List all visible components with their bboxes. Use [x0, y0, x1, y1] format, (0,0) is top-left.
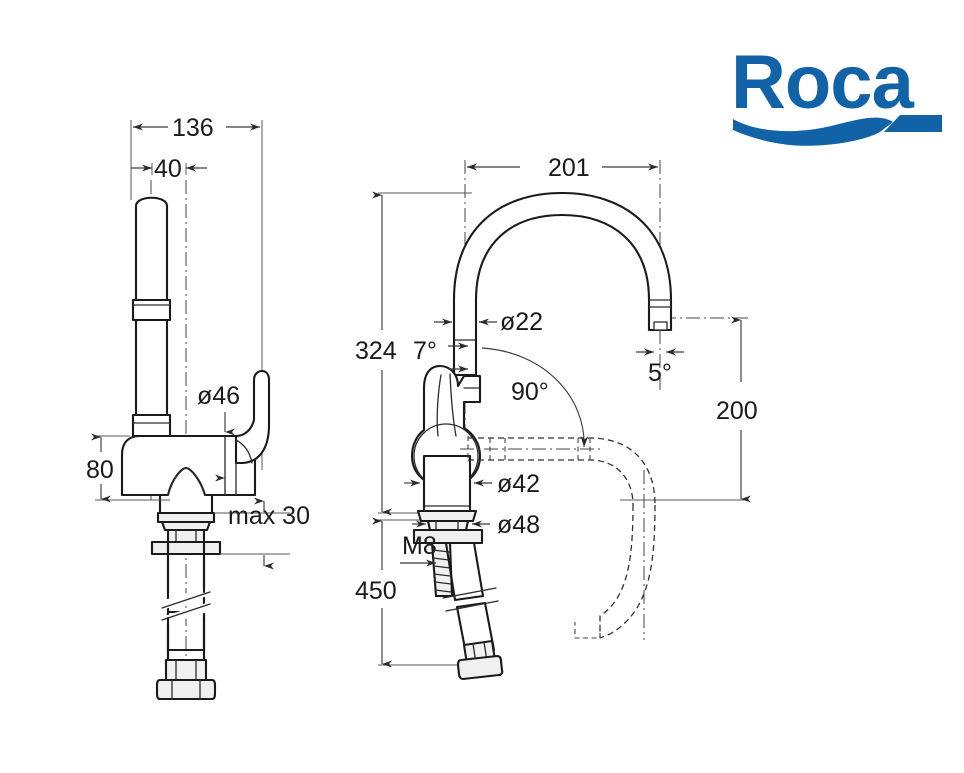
dimension-40: 40 — [131, 155, 207, 183]
hose-break-line-1 — [161, 591, 211, 609]
dimension-324-label: 324 — [355, 337, 397, 365]
hose-break-line-2 — [161, 603, 211, 621]
ghost-aerator — [574, 616, 601, 639]
dimension-a5-label: 5° — [648, 359, 672, 387]
base-flange-front — [156, 511, 216, 524]
base-cone-side — [426, 519, 470, 532]
dimension-450: 450 — [355, 517, 397, 668]
dimension-m8-label: M8 — [402, 532, 437, 560]
hose-upper-side — [444, 541, 485, 602]
spout-top-cap — [134, 196, 169, 302]
dimension-200: 200 — [620, 316, 758, 503]
rotated-spout-ghost — [460, 436, 656, 640]
dimension-136-label: 136 — [172, 114, 214, 142]
lever-shade-1 — [436, 374, 442, 437]
faucet-side-body — [422, 454, 472, 515]
faucet-side-spout — [452, 191, 673, 377]
fitting-hex-front — [155, 678, 217, 701]
front-view: 136 40 — [86, 114, 310, 701]
base-flange-side — [416, 509, 478, 523]
dimension-136: 136 — [133, 114, 260, 142]
dimension-a90: 90° — [481, 347, 589, 448]
aerator-outlet — [653, 321, 668, 331]
dimension-d42-label: ø42 — [497, 470, 540, 498]
m8-thread-lines — [432, 549, 452, 593]
faucet-front-spout — [131, 196, 172, 438]
dimension-a90-label: 90° — [511, 378, 549, 406]
gooseneck-tube — [452, 191, 673, 377]
hose-fitting-side — [456, 639, 504, 681]
fitting-hex-side — [456, 654, 504, 681]
swivel-arc — [481, 347, 589, 448]
spout-lower-collar — [131, 413, 172, 438]
roca-wave-block-icon — [884, 115, 942, 132]
dimension-max30-label: max 30 — [228, 502, 310, 530]
lever-shade-2 — [449, 373, 457, 437]
washer-plate-front — [150, 540, 222, 556]
ghost-outer-top — [468, 437, 656, 506]
roca-logo: Roca — [731, 40, 942, 146]
dimension-201-label: 201 — [548, 154, 590, 182]
hose-break-side-1 — [442, 587, 497, 599]
washer-plate-side — [412, 528, 484, 545]
dimension-450-label: 450 — [355, 577, 397, 605]
dimension-d46: ø46 — [197, 382, 240, 492]
dimension-200-label: 200 — [716, 397, 758, 425]
dimension-d42: ø42 — [404, 470, 540, 498]
dimension-80-label: 80 — [86, 456, 114, 484]
dimension-m8: M8 — [400, 532, 437, 567]
dimension-a7: 7° — [413, 337, 468, 373]
dimension-max30: max 30 — [214, 497, 310, 570]
spout-collar — [131, 298, 172, 322]
ghost-inner-bend — [599, 504, 634, 638]
ghost-inner-top — [468, 459, 634, 506]
mounting-stack-side — [412, 509, 484, 545]
dimension-d46-label: ø46 — [197, 382, 240, 410]
roca-wave-icon — [733, 117, 893, 146]
fitting-body-front — [164, 658, 208, 682]
ghost-outer-bend — [599, 504, 656, 639]
hose-fitting-front — [155, 658, 217, 701]
lock-nut-front — [166, 528, 206, 544]
handle-lever-front — [234, 369, 271, 465]
dimension-d22-label: ø22 — [500, 308, 543, 336]
cone-curve-front — [167, 467, 206, 496]
base-cone-front — [160, 520, 212, 532]
roca-logo-text: Roca — [731, 40, 915, 125]
dimension-40-label: 40 — [154, 155, 182, 183]
dimension-a5: 5° — [636, 330, 684, 387]
body-barrel-side — [422, 454, 472, 515]
dimension-80: 80 — [86, 433, 170, 503]
dimension-324: 324 — [355, 191, 397, 516]
dimension-d48-label: ø48 — [497, 511, 540, 539]
side-view: 201 324 450 200 — [355, 154, 758, 681]
spout-mid-tube — [134, 318, 169, 417]
handle-shade-front — [235, 439, 253, 464]
dimension-201: 201 — [467, 154, 658, 182]
dimension-d48: ø48 — [412, 511, 540, 539]
dimension-d22: ø22 — [434, 308, 543, 336]
dimension-a7-label: 7° — [413, 337, 437, 365]
hose-break-side-2 — [445, 600, 499, 612]
